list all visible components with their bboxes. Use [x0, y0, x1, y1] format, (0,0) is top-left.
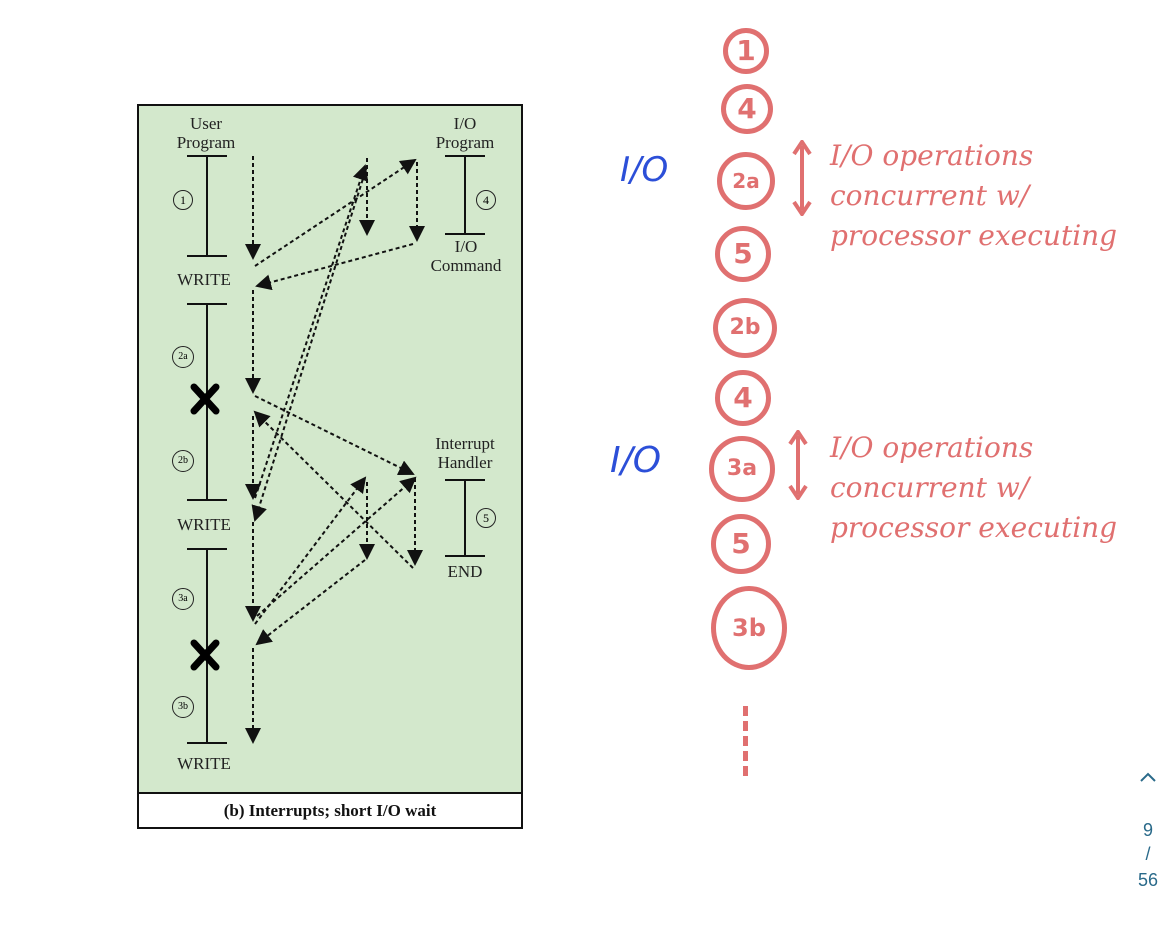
- sequence-item-2: 4: [721, 84, 773, 134]
- io-marker: I/O: [620, 150, 669, 190]
- step-2a-circle: 2a: [172, 346, 194, 368]
- sequence-item-6: 4: [715, 370, 771, 426]
- sequence-item-3: 2a: [717, 152, 775, 210]
- diagram-svg: [187, 155, 485, 744]
- interrupt-handler-timeline: [445, 479, 485, 557]
- io-program-timeline: [445, 155, 485, 235]
- handwritten-note: I/O operations concurrent w/ processor e…: [830, 139, 1118, 252]
- double-arrow-icon: [788, 430, 808, 500]
- end-label: END: [447, 562, 483, 581]
- write-label: WRITE: [177, 515, 231, 534]
- page-separator: /: [1145, 844, 1151, 864]
- step-2b-circle: 2b: [172, 450, 194, 472]
- double-arrow-icon: [792, 140, 812, 216]
- current-page: 9: [1142, 820, 1153, 840]
- sequence-item-9: 3b: [711, 586, 787, 670]
- figure-caption: (b) Interrupts; short I/O wait: [223, 801, 437, 820]
- step-3b-circle: 3b: [172, 696, 194, 718]
- io-program-title: I/O Program: [435, 114, 495, 152]
- page-up-button[interactable]: [1128, 768, 1168, 789]
- step-5-circle: 5: [476, 508, 496, 528]
- write-label: WRITE: [177, 270, 231, 289]
- interrupt-x-mark: [190, 639, 220, 671]
- continuation-dots: [743, 706, 753, 776]
- sequence-item-8: 5: [711, 514, 771, 574]
- sequence-item-7: 3a: [709, 436, 775, 502]
- handwritten-note: I/O operations concurrent w/ processor e…: [830, 431, 1118, 544]
- sequence-item-4: 5: [715, 226, 771, 282]
- interrupt-handler-title: Interrupt Handler: [435, 434, 495, 472]
- io-command-label: I/O Command: [430, 237, 502, 275]
- figure-frame: User Program I/O Program I/O Command Int…: [137, 104, 523, 829]
- sequence-item-1: 1: [723, 28, 769, 74]
- step-1-circle: 1: [173, 190, 193, 210]
- control-flow-arrows: [245, 156, 425, 744]
- interrupt-x-mark: [190, 383, 220, 415]
- write-label: WRITE: [177, 754, 231, 773]
- diagram-area: User Program I/O Program I/O Command Int…: [139, 106, 521, 794]
- handwritten-sequence: 1 4 2a 5 2b 4 3a 5 3b: [705, 20, 795, 800]
- user-program-title: User Program: [176, 114, 236, 152]
- step-3a-circle: 3a: [172, 588, 194, 610]
- chevron-up-icon: [1140, 772, 1156, 782]
- io-marker: I/O: [610, 440, 662, 481]
- step-4-circle: 4: [476, 190, 496, 210]
- total-pages: 56: [1137, 870, 1159, 890]
- sequence-item-5: 2b: [713, 298, 777, 358]
